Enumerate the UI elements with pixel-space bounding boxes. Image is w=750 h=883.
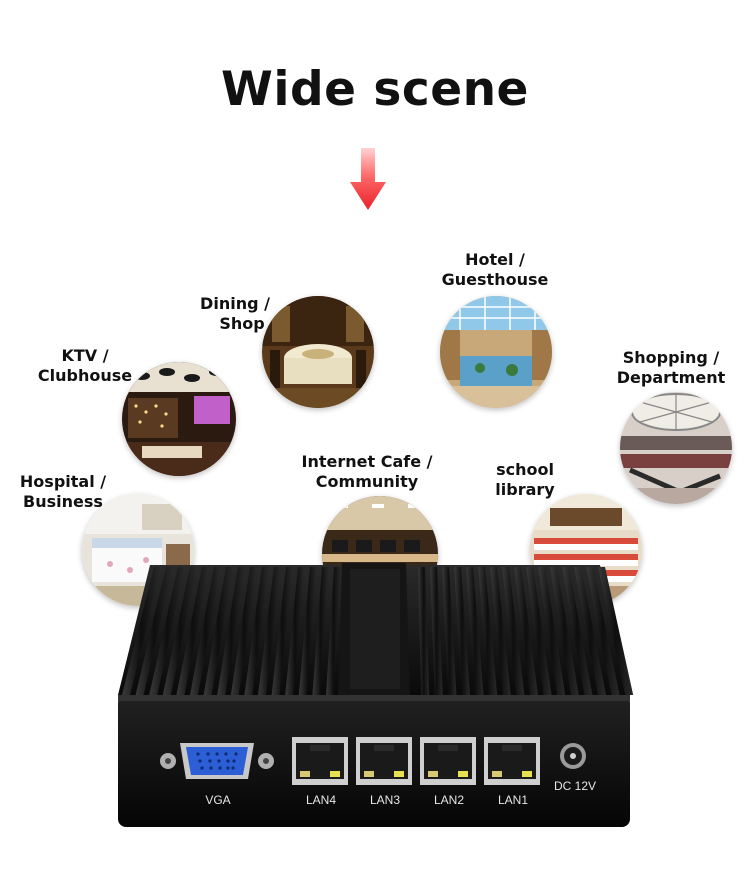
- heatsink-fin: [466, 567, 484, 695]
- scene-label-hospital: Hospital /Business: [19, 472, 107, 511]
- heatsink-fin: [526, 567, 552, 695]
- lan4-label: LAN4: [305, 793, 337, 807]
- hotel-scene-image: [440, 296, 552, 408]
- heatsink-fin: [190, 567, 221, 695]
- vga-port[interactable]: [156, 739, 278, 783]
- heatsink-fin: [550, 567, 579, 695]
- vga-label: VGA: [205, 793, 231, 807]
- scene-label-dining: Dining /Shop: [200, 294, 270, 333]
- heatsink-fin: [514, 567, 538, 695]
- mini-pc-device: VGA LAN4 LAN3 LAN2: [110, 555, 640, 841]
- heatsink-fin: [538, 567, 566, 695]
- dc-power-port[interactable]: [558, 741, 588, 771]
- heatsink-fin: [258, 567, 281, 695]
- heatsink-fin: [454, 567, 470, 695]
- heatsink-fin: [442, 567, 457, 695]
- heatsink-fin: [203, 567, 233, 695]
- heatsink-fin: [244, 567, 269, 695]
- dc-label: DC 12V: [553, 779, 597, 793]
- shopping-scene-image: [620, 392, 732, 504]
- heatsink-fin: [176, 567, 209, 695]
- heatsink-fin: [230, 567, 257, 695]
- heatsink-fin: [418, 567, 430, 695]
- heatsink-fin: [285, 567, 305, 695]
- heatsink-fin: [122, 567, 161, 695]
- heatsink-fin: [574, 567, 606, 695]
- heatsink-fin: [312, 567, 329, 695]
- ktv-scene-image: [122, 362, 236, 476]
- heatsink-fin: [478, 567, 498, 695]
- heatsink-fin: [562, 567, 593, 695]
- heatsink-fin: [271, 567, 293, 695]
- dining-scene-image: [262, 296, 374, 408]
- heatsink-fin: [430, 567, 443, 695]
- heatsink-fin: [326, 567, 341, 695]
- lan2-port[interactable]: [420, 737, 476, 785]
- scene-label-shopping: Shopping /Department: [616, 348, 726, 387]
- lan4-port[interactable]: [292, 737, 348, 785]
- heatsink-fin: [162, 567, 197, 695]
- heatsink-fin: [586, 567, 620, 695]
- page-title: Wide scene: [221, 62, 529, 117]
- scene-label-hotel: Hotel /Guesthouse: [441, 250, 549, 289]
- heatsink-fin: [598, 567, 634, 695]
- scene-label-cafe: Internet Cafe /Community: [301, 452, 433, 491]
- lan1-label: LAN1: [497, 793, 529, 807]
- down-arrow-icon: [350, 148, 386, 216]
- heatsink-fin: [490, 567, 511, 695]
- lan2-label: LAN2: [433, 793, 465, 807]
- scene-label-ktv: KTV /Clubhouse: [37, 346, 133, 385]
- heatsink-fin: [298, 567, 317, 695]
- heatsink-fin: [217, 567, 245, 695]
- heatsink-fin: [135, 567, 173, 695]
- heatsink-fin: [149, 567, 185, 695]
- lan3-label: LAN3: [369, 793, 401, 807]
- lan1-port[interactable]: [484, 737, 540, 785]
- lan3-port[interactable]: [356, 737, 412, 785]
- heatsink-fin: [502, 567, 525, 695]
